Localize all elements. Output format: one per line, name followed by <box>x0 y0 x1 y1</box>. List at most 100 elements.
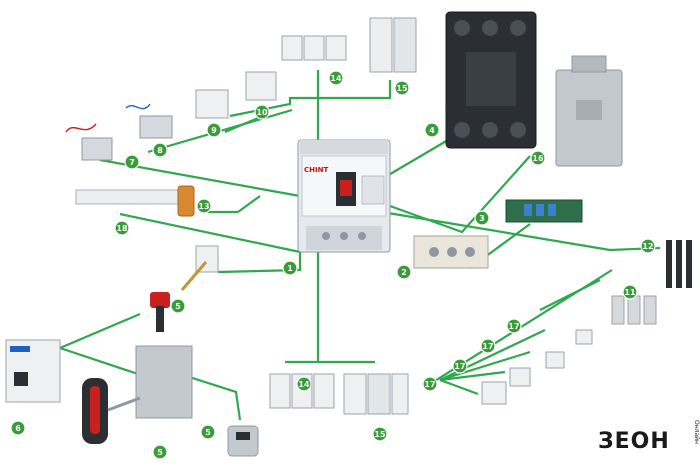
callout-number: 11 <box>624 288 636 297</box>
callout-badge-17: 17 <box>452 358 468 374</box>
callout-badge-5: 5 <box>200 424 216 440</box>
line-17c <box>439 370 506 382</box>
callout-circle <box>452 358 468 374</box>
accessory-10 <box>245 71 277 101</box>
line-4 <box>379 139 449 181</box>
accessory-1-handle-box <box>180 245 219 291</box>
callout-badge-18: 18 <box>114 220 130 236</box>
callout-number: 7 <box>129 158 135 167</box>
callout-badge-5: 5 <box>152 444 168 460</box>
callout-circle <box>254 104 270 120</box>
callout-number: 6 <box>15 424 21 433</box>
callout-circle <box>622 284 638 300</box>
accessory-11 <box>611 295 657 325</box>
callout-number: 2 <box>401 268 407 277</box>
logo-main: ЗЕОН <box>598 429 670 454</box>
callout-number: 5 <box>175 302 181 311</box>
callout-circle <box>480 338 496 354</box>
line-16-3 <box>389 155 531 234</box>
callout-number: 1 <box>287 264 293 273</box>
callout-badge-15: 15 <box>372 426 388 442</box>
callout-circle <box>372 426 388 442</box>
callout-circle <box>206 122 222 138</box>
callout-circle <box>422 376 438 392</box>
callout-badge-2: 2 <box>396 264 412 280</box>
callout-circle <box>328 70 344 86</box>
accessory-4-plug-in-base <box>445 11 537 149</box>
callout-circle <box>640 238 656 254</box>
callout-number: 14 <box>298 380 310 389</box>
callout-badge-11: 11 <box>622 284 638 300</box>
callout-number: 4 <box>429 126 435 135</box>
accessory-18-rail <box>75 189 187 205</box>
callout-circle <box>506 318 522 334</box>
callout-circle <box>200 424 216 440</box>
callout-badge-17: 17 <box>480 338 496 354</box>
accessory-12-studs <box>666 240 692 288</box>
callout-number: 9 <box>211 126 217 135</box>
main-circuit-breaker: CHINT <box>297 139 391 253</box>
callout-circle <box>474 210 490 226</box>
line-15 <box>316 80 392 150</box>
accessory-3 <box>505 199 583 223</box>
callout-circle <box>530 150 546 166</box>
callout-badge-16: 16 <box>530 150 546 166</box>
callout-circle <box>282 260 298 276</box>
callout-number: 5 <box>157 448 163 457</box>
line-17b <box>439 350 531 382</box>
callout-number: 12 <box>642 242 653 251</box>
line-6 <box>59 346 139 376</box>
line-18 <box>119 212 301 254</box>
callout-badge-17: 17 <box>422 376 438 392</box>
line-5-top <box>59 312 141 350</box>
callout-circle <box>152 444 168 460</box>
line-11 <box>539 279 601 311</box>
callout-badge-8: 8 <box>152 142 168 158</box>
callout-circle <box>396 264 412 280</box>
callout-number: 15 <box>396 84 408 93</box>
callout-number: 17 <box>482 342 493 351</box>
accessory-5-lower <box>227 425 259 457</box>
callout-badge-15: 15 <box>394 80 410 96</box>
brand-label: CHINT <box>304 166 328 174</box>
accessory-15-bottom <box>343 373 409 415</box>
callout-circle <box>10 420 26 436</box>
accessory-5-large-handle <box>82 345 193 444</box>
callout-number: 17 <box>508 322 519 331</box>
callout-badge-9: 9 <box>206 122 222 138</box>
accessory-6-motor-operator <box>5 339 61 403</box>
line-9-10 <box>229 96 318 118</box>
callout-number: 14 <box>330 74 342 83</box>
accessory-7 <box>65 123 113 161</box>
callout-badge-14: 14 <box>328 70 344 86</box>
accessory-17-lugs <box>481 329 593 405</box>
mounting-plate <box>555 55 623 167</box>
callout-circle <box>394 80 410 96</box>
callout-circle <box>124 154 140 170</box>
accessory-5-upper <box>150 292 170 332</box>
callout-number: 10 <box>256 108 268 117</box>
callout-badge-13: 13 <box>196 198 212 214</box>
callout-badge-7: 7 <box>124 154 140 170</box>
callout-badge-10: 10 <box>254 104 270 120</box>
callout-circle <box>170 298 186 314</box>
callout-badge-5: 5 <box>170 298 186 314</box>
callout-badge-3: 3 <box>474 210 490 226</box>
callout-number: 17 <box>454 362 465 371</box>
accessory-14-top <box>281 35 347 61</box>
accessory-14-bottom <box>269 373 335 409</box>
callout-number: 13 <box>198 202 209 211</box>
accessory-13 <box>177 185 195 217</box>
callout-circle <box>296 376 312 392</box>
line-17d <box>439 378 479 396</box>
callout-badge-14: 14 <box>296 376 312 392</box>
accessory-2 <box>413 235 489 269</box>
line-13 <box>237 195 261 213</box>
accessory-8 <box>125 103 173 139</box>
callout-number: 3 <box>479 214 485 223</box>
callout-number: 5 <box>205 428 211 437</box>
callout-badge-4: 4 <box>424 122 440 138</box>
callout-badge-17: 17 <box>506 318 522 334</box>
